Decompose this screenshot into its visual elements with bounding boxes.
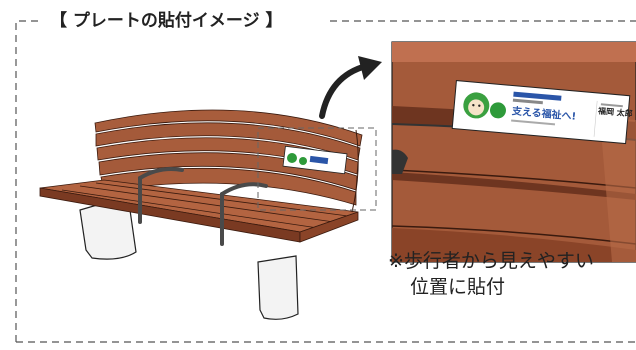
page-title: 【 プレートの貼付イメージ 】 (42, 8, 291, 34)
zoomed-plate (451, 80, 631, 145)
caption-line-1: ※歩行者から見えやすい (388, 250, 594, 272)
plate-on-bench (282, 145, 348, 175)
concrete-leg-left (79, 195, 137, 260)
zoomed-inset (391, 41, 636, 263)
concrete-leg-right (257, 255, 299, 320)
curved-arrow-icon (319, 56, 382, 119)
monkey-mascot-icon (463, 92, 490, 119)
armrest-left (138, 167, 184, 224)
bench-backrest (94, 109, 363, 206)
caption: ※歩行者から見えやすい 位置に貼付 (388, 248, 594, 300)
armrest-right (220, 182, 268, 246)
caption-line-2: 位置に貼付 (410, 276, 506, 298)
